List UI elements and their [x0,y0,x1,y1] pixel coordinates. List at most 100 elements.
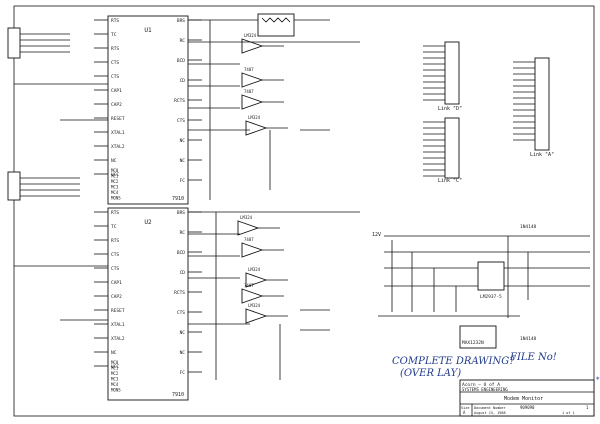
pin-label: CTS [177,310,185,316]
sheet-border [13,5,595,417]
connector-p1-title: Link "D" [438,106,462,112]
connector-p3-title: Link "A" [530,152,554,158]
pin-label: BCD [177,250,185,256]
serial-connector-bottom [7,171,80,201]
pin-label: RESET [111,308,125,314]
pin-label: NC [180,158,186,164]
gate-label: 7407 [244,67,254,72]
pin-label: XTAL2 [111,144,125,150]
title-block-size: A [463,410,466,415]
serial-connector-top [7,27,70,59]
pin-label: NC [180,350,186,356]
buffer-gates: LM3247407LM3247407LM3247407LM3247407LM32… [237,33,288,324]
chip-u1: U1 7910 RTSTCRTSCTSCTSCAP1CAP2RESETXTAL1… [94,15,202,205]
pin-label: MC0 [111,360,119,365]
pin-label: BCD [177,58,185,64]
pin-label: MC0 [111,168,119,173]
pin-label: XTAL1 [111,322,125,328]
gate-label: LM324 [244,33,257,38]
pin-label: RTS [111,18,119,24]
pin-label: CTS [177,118,185,124]
title-block-doc-label: Document Number [474,406,506,410]
connector-p1: Link "D" [438,41,462,112]
buffer-gate [245,308,268,324]
pin-label: MC2 [111,179,119,184]
pin-label: NC [111,350,117,356]
pin-label: MC2 [111,371,119,376]
pin-label: MC4 [111,382,119,387]
pin-label: MC1 [111,366,119,371]
chip-u1-part: 7910 [172,196,184,202]
gate-label: LM324 [248,115,261,120]
pin-label: RCTS [174,98,185,104]
diode-d1-label: 1N4148 [520,224,537,230]
pin-label: CAP1 [111,280,122,286]
diode-d2-label: 1N4148 [520,336,537,342]
pin-label: CD [180,78,186,84]
pin-label: RTS [111,238,119,244]
pin-label: BRS [177,18,185,24]
connector-p2: Link "C" [438,117,462,184]
pin-label: CTS [111,252,119,258]
buffer-gate [245,120,268,136]
title-block-size-label: Size [461,406,469,410]
pin-label: RCTS [174,290,185,296]
supervisor-ic [459,325,497,349]
note-overlay: (OVER LAY) [400,368,461,379]
gate-label: LM324 [248,267,261,272]
title-block-date: August 15, 1988 [474,411,506,415]
title-block-company: Acorn — U of A [462,382,500,388]
buffer-gate [241,38,264,54]
chip-u2: U2 7910 RTSTCRTSCTSCTSCAP1CAP2RESETXTAL1… [94,207,202,401]
buffer-gate [245,272,268,288]
pin-label: NC [111,158,117,164]
connector-p2-title: Link "C" [438,178,462,184]
buffer-gate [241,242,264,258]
pin-label: XTAL2 [111,336,125,342]
pin-label: NC [180,330,186,336]
pin-label: MONS [111,196,121,201]
title-block: Acorn — U of A SYSTEMS ENGINEERING Modem… [459,379,595,417]
gate-label: 7407 [244,237,254,242]
pin-label: TC [111,224,117,230]
note-complete-drawing: COMPLETE DRAWING? [392,356,515,367]
gate-label: LM324 [248,303,261,308]
power-supply: 12V LM2937-5 MAX1232N 1N4148 1N4148 [372,224,590,349]
title-block-rev: 1 [586,405,589,410]
pin-label: CAP2 [111,294,122,300]
regulator-label: LM2937-5 [480,294,502,300]
gate-label: 7407 [244,89,254,94]
resistor-pack [257,13,295,37]
buffer-gate [241,288,264,304]
pin-label: BRS [177,210,185,216]
regulator-ic [477,261,505,291]
chip-u2-part: 7910 [172,392,184,398]
pin-label: MONS [111,388,121,393]
pin-label: RC [180,38,186,44]
power-12v-label: 12V [372,232,381,238]
pin-label: NC [180,138,186,144]
buffer-gate [237,220,260,236]
wires [14,19,360,380]
pin-label: MC3 [111,185,119,190]
pin-label: MC1 [111,174,119,179]
gate-label: LM324 [240,215,253,220]
handwritten-notes: COMPLETE DRAWING? (OVER LAY) FILE No! * [392,352,600,384]
pin-label: CAP1 [111,88,122,94]
supervisor-label: MAX1232N [462,340,484,346]
pin-label: TC [111,32,117,38]
buffer-gate [241,94,264,110]
pin-label: RC [180,230,186,236]
pin-label: MC3 [111,377,119,382]
pin-label: XTAL1 [111,130,125,136]
pin-label: RTS [111,46,119,52]
chip-u2-name: U2 [144,219,152,226]
pin-label: FC [180,178,186,184]
pin-label: FC [180,370,186,376]
pin-label: RESET [111,116,125,122]
chip-u1-name: U1 [144,27,152,34]
pin-label: CD [180,270,186,276]
pin-label: CTS [111,266,119,272]
note-star: * [596,376,600,384]
